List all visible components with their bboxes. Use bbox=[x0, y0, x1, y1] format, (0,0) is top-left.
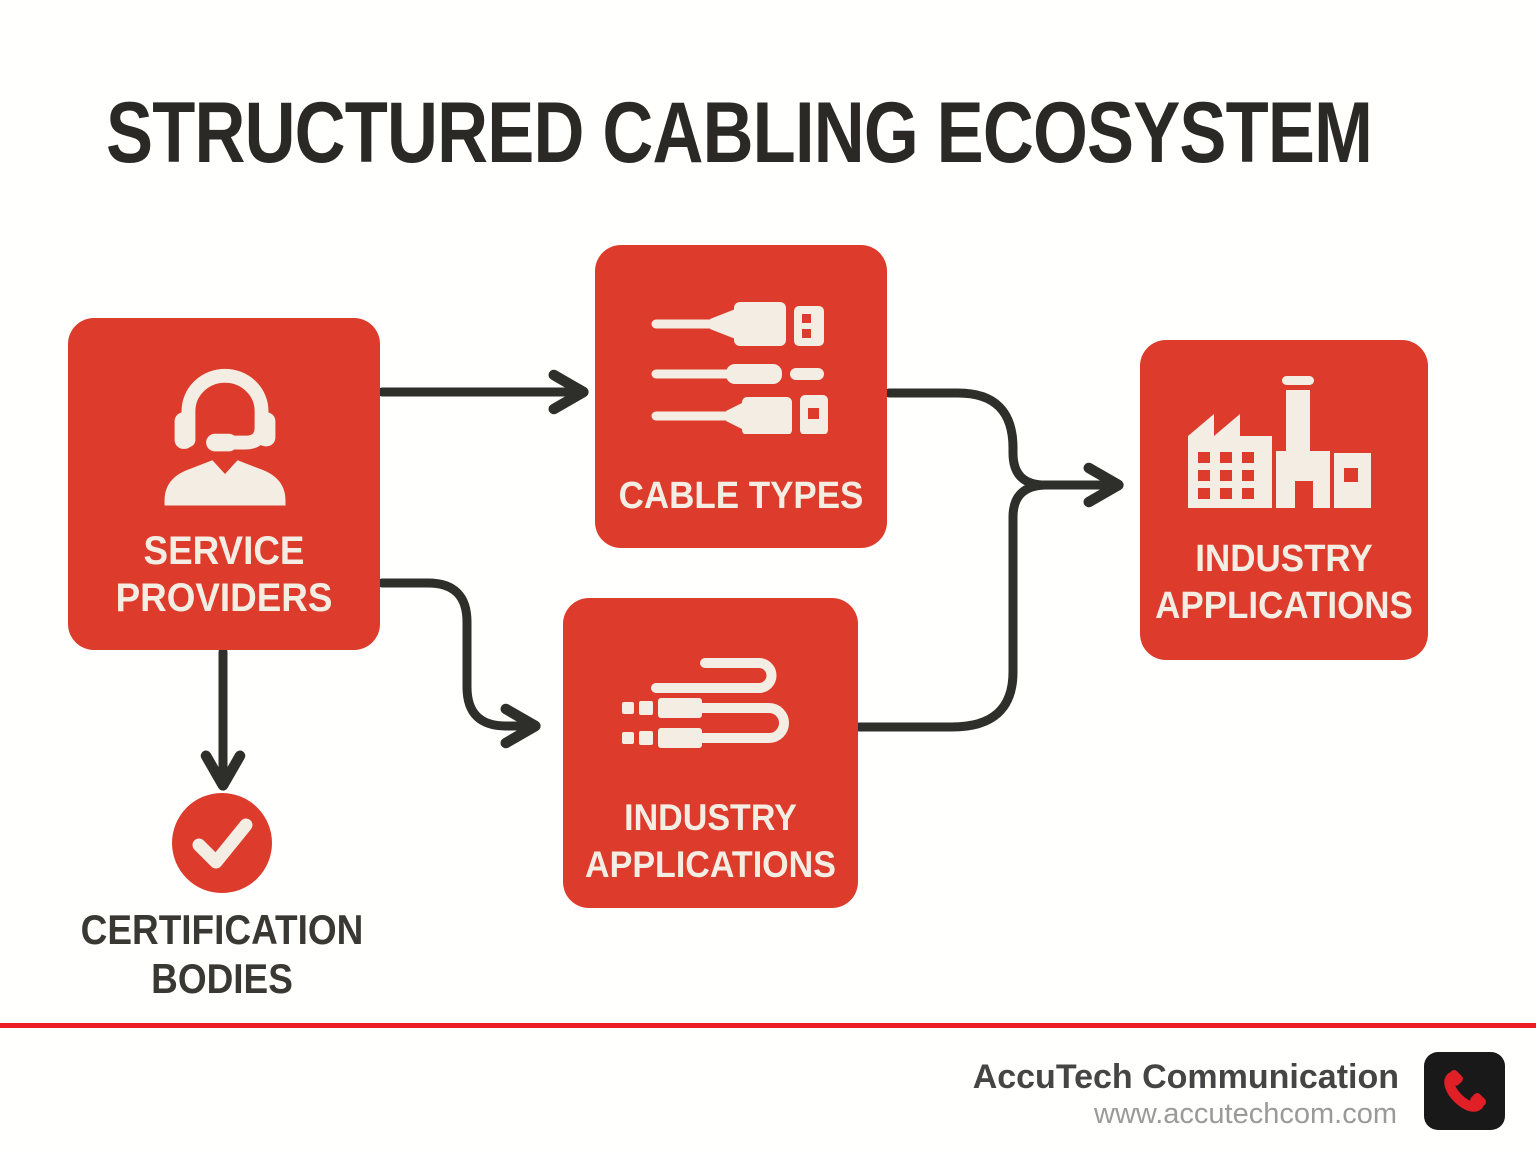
node-label-service-providers: SERVICE PROVIDERS bbox=[115, 529, 333, 620]
company-logo bbox=[1424, 1052, 1505, 1130]
arrow-service-to-industry-mid bbox=[377, 578, 541, 749]
certification-badge bbox=[172, 793, 272, 893]
arrow-cabletypes-to-industry-right bbox=[884, 388, 1124, 508]
node-service-providers: SERVICE PROVIDERS bbox=[68, 318, 380, 650]
checkmark-icon bbox=[192, 818, 253, 869]
headset-agent-icon bbox=[164, 368, 286, 506]
factory-icon bbox=[1188, 376, 1371, 508]
cable-bundle-icon bbox=[622, 658, 789, 748]
node-industry-applications-mid: INDUSTRY APPLICATIONS bbox=[563, 598, 858, 908]
node-label-industry-applications-right: INDUSTRY APPLICATIONS bbox=[1155, 538, 1413, 627]
phone-handset-icon bbox=[1443, 1069, 1486, 1112]
node-label-cable-types: CABLE TYPES bbox=[618, 475, 864, 517]
footer-website: www.accutechcom.com bbox=[1094, 1098, 1397, 1130]
footer-accent-line bbox=[0, 1023, 1536, 1028]
footer-company-name: AccuTech Communication bbox=[972, 1058, 1399, 1096]
arrow-industry-mid-to-industry-right bbox=[854, 480, 1050, 732]
node-cable-types: CABLE TYPES bbox=[595, 245, 887, 548]
usb-cables-icon bbox=[651, 302, 828, 434]
node-industry-applications-right: INDUSTRY APPLICATIONS bbox=[1140, 340, 1428, 660]
page-title: STRUCTURED CABLING ECOSYSTEM bbox=[106, 85, 1373, 181]
node-label-industry-applications-mid: INDUSTRY APPLICATIONS bbox=[585, 797, 836, 885]
certification-label: CERTIFICATION BODIES bbox=[80, 906, 364, 1002]
